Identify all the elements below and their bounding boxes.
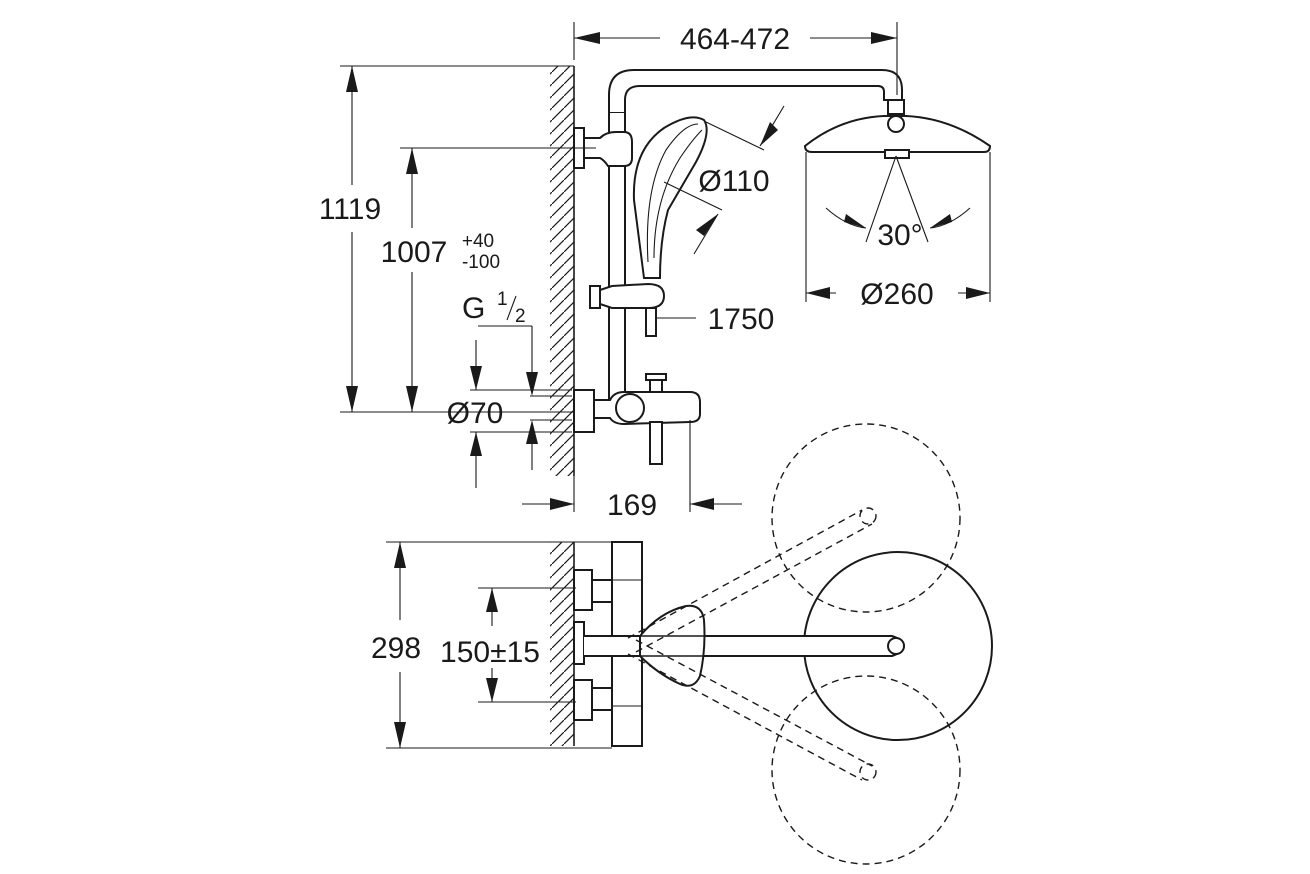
inlet-upper [591, 579, 613, 603]
label-outlet-tol-plus: +40 [462, 231, 494, 252]
shower-arm [608, 69, 903, 112]
top-view: 298 150±15 [371, 423, 993, 865]
thermostat-handle [615, 393, 645, 423]
head-shower-disc [803, 115, 992, 153]
label-total-height: 1119 [319, 193, 381, 226]
label-outlet-tol-minus: -100 [462, 252, 500, 273]
hose-stub [645, 307, 657, 337]
label-thermostat-depth: 169 [607, 489, 657, 522]
slider-holder [599, 282, 666, 309]
wall-bracket [583, 131, 633, 167]
dim-overall-width: 298 [371, 541, 612, 749]
ball-joint [887, 99, 905, 115]
label-tilt-angle: 30° [877, 219, 922, 252]
inlet-upper-rosette [573, 569, 593, 611]
dim-outlet-height: 1007 +40 -100 [381, 147, 596, 412]
wall-hatch [550, 66, 574, 476]
head-shower [803, 99, 992, 159]
inlet-lower-rosette [573, 679, 593, 721]
label-centres: 150±15 [440, 636, 540, 669]
wall-hatch-top [550, 542, 574, 746]
label-thread-num: 1 [497, 289, 508, 310]
bath-outlet [649, 421, 663, 465]
label-hose-length: 1750 [708, 303, 775, 336]
dim-hand-shower: Ø110 [663, 105, 785, 255]
label-head-shower-diameter: Ø260 [860, 278, 933, 311]
slider-stop [589, 285, 601, 309]
dim-centres: 150±15 [440, 587, 576, 703]
dim-total-height: 1119 [319, 65, 574, 413]
front-view: 464-472 1119 1007 +40 -100 G 1 [319, 22, 992, 522]
swivel-circle-lower [771, 675, 961, 865]
label-thread-prefix: G [462, 292, 485, 325]
riser-rosette-top [573, 621, 585, 665]
swivel-positions [627, 423, 961, 865]
label-thread-den: 2 [515, 306, 526, 327]
swivel-circle-upper [771, 423, 961, 613]
inlet-lower [591, 687, 613, 711]
label-arm-projection: 464-472 [680, 23, 790, 56]
label-rosette-diameter: Ø70 [447, 397, 504, 430]
dim-head-shower: Ø260 [805, 152, 991, 311]
dim-rosette: Ø70 [447, 340, 572, 488]
thermostat-rosette [573, 389, 595, 433]
label-overall-width: 298 [371, 632, 421, 665]
label-hand-shower-diameter: Ø110 [698, 165, 769, 198]
label-outlet-height: 1007 [381, 236, 448, 269]
dim-tilt: 30° [825, 155, 971, 252]
dim-thermostat-depth: 169 [522, 420, 742, 522]
hand-shower [632, 116, 708, 279]
arm-top-over [584, 635, 906, 657]
dim-thread: G 1 2 [462, 289, 572, 470]
hand-shower-top [639, 604, 706, 687]
dim-arm-projection: 464-472 [573, 22, 898, 95]
thermostat [573, 373, 701, 465]
hand-shower-body [632, 116, 708, 279]
dim-hose: 1750 [656, 303, 774, 336]
